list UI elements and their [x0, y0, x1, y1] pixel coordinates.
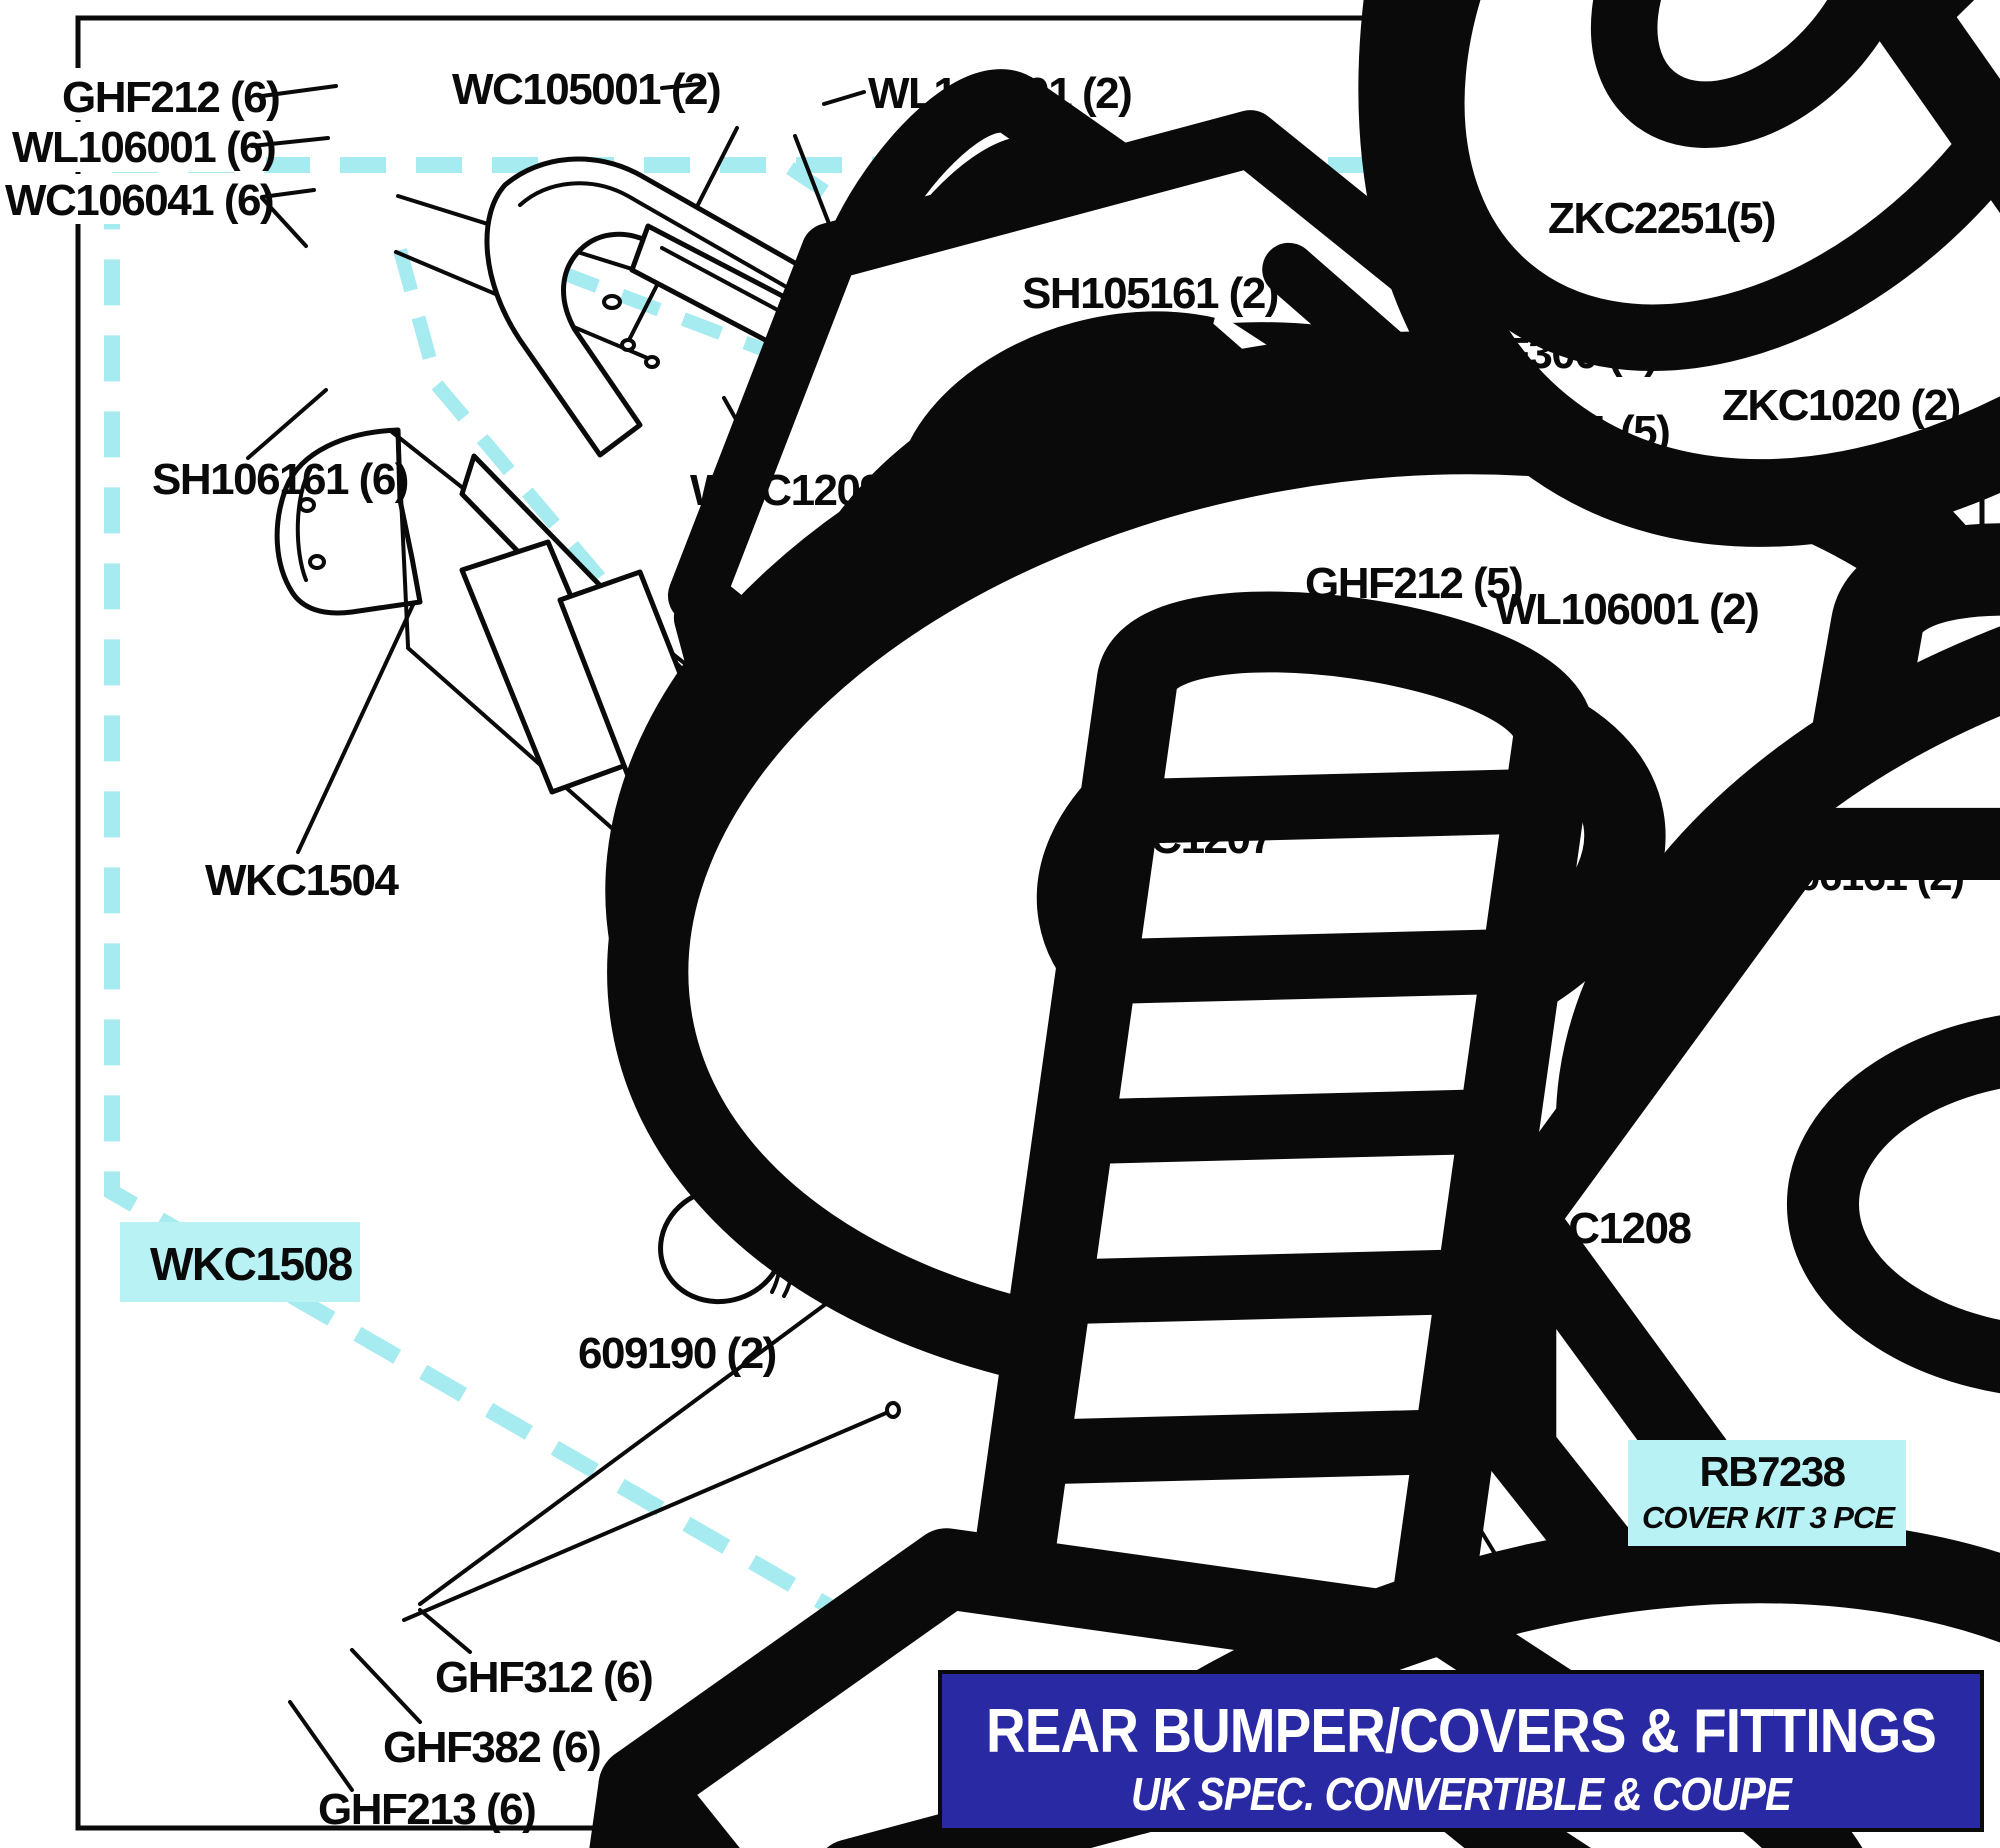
diagram-subtitle: UK SPEC. CONVERTIBLE & COUPE — [1131, 1768, 1793, 1820]
label-ghf300-5: GHF300 (5) — [1440, 329, 1657, 378]
label-sh106161-6: SH106161 (6) — [152, 455, 408, 504]
rb7238-kit-description: COVER KIT 3 PCE — [1642, 1500, 1896, 1535]
label-ghf312-6: GHF312 (6) — [435, 1653, 652, 1702]
label-wkc1504: WKC1504 — [205, 856, 399, 905]
label-ghf212-5: GHF212 (5) — [1305, 559, 1522, 608]
diagram-title: REAR BUMPER/COVERS & FITTINGS — [986, 1697, 1936, 1766]
wkc1508-kit-label: WKC1508 — [150, 1238, 353, 1290]
kit-highlight-boxes: WKC1508 RB7238 COVER KIT 3 PCE — [120, 1222, 1906, 1546]
label-wl106001-5: WL106001 (5) — [1406, 407, 1669, 456]
label-609190-2: 609190 (2) — [578, 1329, 776, 1378]
label-wkc1208: WKC1208 — [1498, 1204, 1691, 1253]
title-block-background — [938, 1670, 1984, 1832]
bumper-artwork — [274, 0, 2000, 1848]
label-sh106161-2: SH106161 (2) — [1720, 852, 1964, 899]
label-wkc1207: WKC1207 — [1080, 814, 1272, 863]
label-wl105001-2: WL105001 (2) — [868, 69, 1131, 118]
part-labels: GHF212 (6) WL106001 (6) WC106041 (6) SH1… — [5, 65, 1965, 1834]
wkc1508-highlight-box — [120, 1222, 360, 1302]
label-zkc1020-2: ZKC1020 (2) — [1722, 381, 1960, 430]
label-sh105161-2: SH105161 (2) — [1022, 269, 1278, 318]
title-block: REAR BUMPER/COVERS & FITTINGS UK SPEC. C… — [938, 1670, 1984, 1832]
rb7238-highlight-box — [1628, 1440, 1906, 1546]
label-ghf382-6: GHF382 (6) — [383, 1723, 600, 1772]
rb7238-kit-code: RB7238 — [1699, 1448, 1845, 1495]
label-zkc2251-5: ZKC2251(5) — [1548, 194, 1775, 243]
label-wc105001-2: WC105001 (2) — [452, 65, 720, 114]
frame-label-gaps — [0, 68, 272, 224]
label-wl106001-2: WL106001 (2) — [1495, 585, 1758, 634]
inner-kit-dashed-segment — [557, 265, 773, 359]
label-wl106001-6: WL106001 (6) — [12, 123, 275, 172]
label-wc106041-6: WC106041 (6) — [5, 176, 273, 225]
label-ghf213-6: GHF213 (6) — [318, 1785, 535, 1834]
label-ghf212-6: GHF212 (6) — [62, 73, 279, 122]
part-wkc1209-cover-drawing — [484, 156, 863, 458]
label-wkc1209: WKC1209 — [690, 466, 882, 515]
